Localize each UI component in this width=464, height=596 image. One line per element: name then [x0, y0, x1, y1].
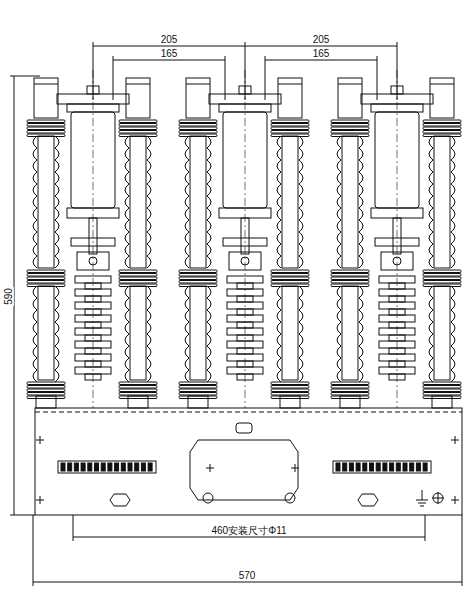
pole-assemblies: [27, 70, 461, 408]
dimension-text: 570: [238, 570, 257, 581]
pole: [331, 70, 461, 408]
dimension-text: 205: [160, 34, 179, 45]
pole: [27, 70, 157, 408]
crosses-and-terminals: [36, 436, 459, 504]
dimension-lines: [10, 42, 462, 586]
housing: [35, 408, 462, 515]
pole: [179, 70, 309, 408]
dimension-text: 165: [160, 48, 179, 59]
dimension-text: 205: [312, 34, 331, 45]
dimension-text: 165: [312, 48, 331, 59]
dimension-text: 460安装尺寸Φ11: [210, 525, 287, 536]
dimension-text: 590: [3, 287, 14, 306]
ground-symbol: [416, 490, 444, 506]
